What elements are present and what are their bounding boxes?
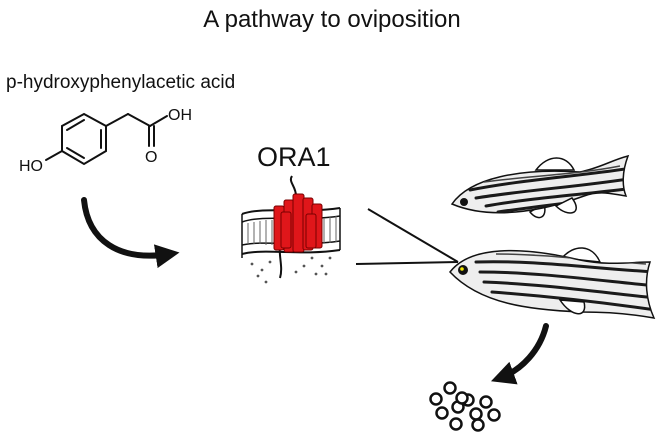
receptor-helix [305,213,317,249]
curved-arrow-icon [81,197,180,269]
zebrafish-icon [449,247,656,319]
zebrafish-icon [450,154,630,219]
membrane-receptor-icon [241,175,341,284]
egg [479,395,493,409]
receptor-helices [273,193,323,253]
eggs-icon [429,381,501,432]
receptor-label: ORA1 [257,142,331,172]
receptor-helix [292,193,305,253]
oviposition-arrow-icon [490,323,549,385]
egg [443,381,457,395]
atom-label-ho: HO [19,158,43,175]
egg [435,406,449,420]
receptor-helix [280,211,292,249]
chemical-structure: HO OH O [19,107,192,175]
egg [449,417,463,431]
page-title: A pathway to oviposition [203,6,461,33]
egg [429,392,443,406]
egg [455,391,469,405]
compound-name: p-hydroxyphenylacetic acid [6,72,235,93]
connector-line-lower [355,261,459,265]
egg [471,418,485,432]
atom-label-o: O [145,149,157,166]
connector-line-upper [367,208,459,263]
atom-label-oh: OH [168,107,192,124]
egg [469,407,483,421]
egg [487,408,501,422]
